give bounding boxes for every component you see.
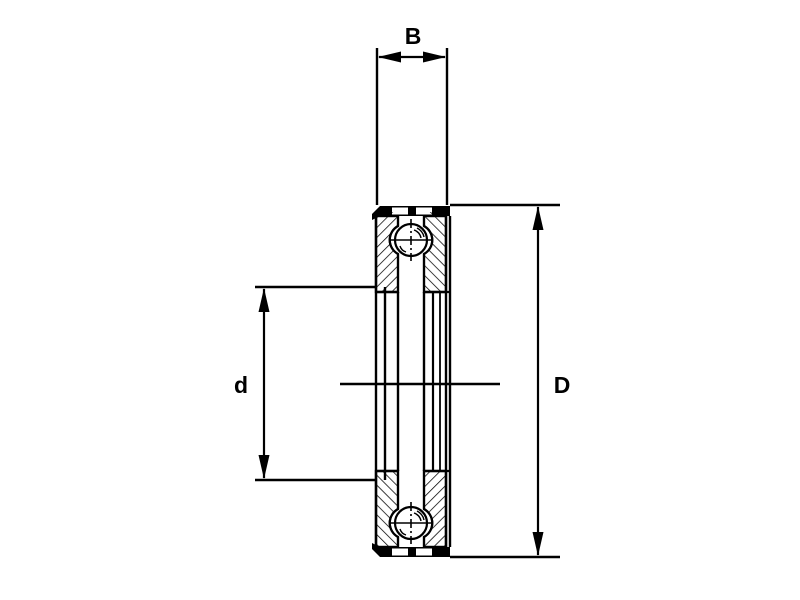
dimension-D: D: [450, 203, 571, 559]
bearing-assembly: [340, 206, 500, 557]
upper-left-race: [374, 212, 400, 294]
dim-d-arrowhead-bottom: [258, 455, 270, 479]
dim-d-arrowhead-top: [258, 288, 270, 312]
dimension-B: B: [375, 23, 449, 205]
lower-right-race: [422, 469, 448, 551]
dim-D-arrowhead-bottom: [532, 532, 544, 556]
dim-B-label: B: [405, 23, 422, 49]
lower-left-race: [374, 469, 400, 551]
dim-D-label: D: [554, 372, 571, 398]
dim-d-label: d: [234, 372, 248, 398]
lower-shield-band: [372, 543, 450, 557]
lower-ball: [390, 502, 432, 544]
dim-B-arrowhead-left: [378, 51, 401, 63]
dim-B-arrowhead-right: [423, 51, 446, 63]
upper-ball: [390, 219, 432, 261]
dim-D-arrowhead-top: [532, 206, 544, 230]
dimension-d: d: [234, 285, 385, 482]
